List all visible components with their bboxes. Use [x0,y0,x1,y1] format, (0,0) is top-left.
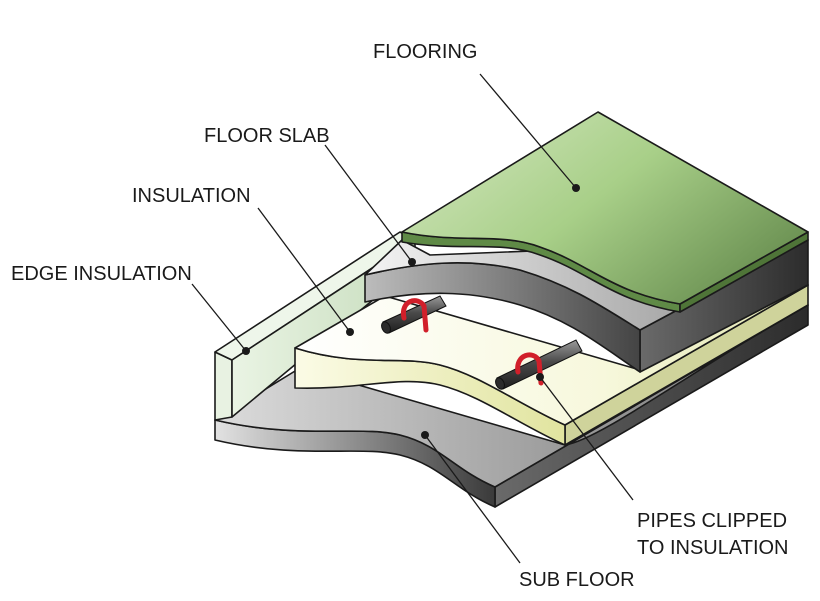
label-floor-slab: FLOOR SLAB [204,125,330,147]
sub-floor-layer [214,304,809,508]
label-pipes-line2: TO INSULATION [637,537,789,559]
pipe-1 [381,295,447,334]
pipe-2 [495,339,583,390]
leader-lines [191,73,634,564]
heating-pipes [381,295,583,390]
label-sub-floor: SUB FLOOR [519,569,635,591]
label-edge-insulation: EDGE INSULATION [11,263,192,285]
flooring-layer [401,111,809,313]
diagram-labels: FLOORING FLOOR SLAB INSULATION EDGE INSU… [11,41,789,591]
pipe-clip-1 [400,298,429,333]
insulation-leader [257,207,351,333]
pipe-clip-2 [515,352,544,386]
label-pipes-line1: PIPES CLIPPED [637,510,787,532]
label-flooring: FLOORING [373,41,477,63]
flooring-leader [479,73,577,189]
pipes-leader [539,376,634,501]
sub-floor-leader [424,434,521,564]
edge-insulation-leader [191,283,247,352]
floor-slab-leader [324,144,413,263]
label-insulation: INSULATION [132,185,251,207]
